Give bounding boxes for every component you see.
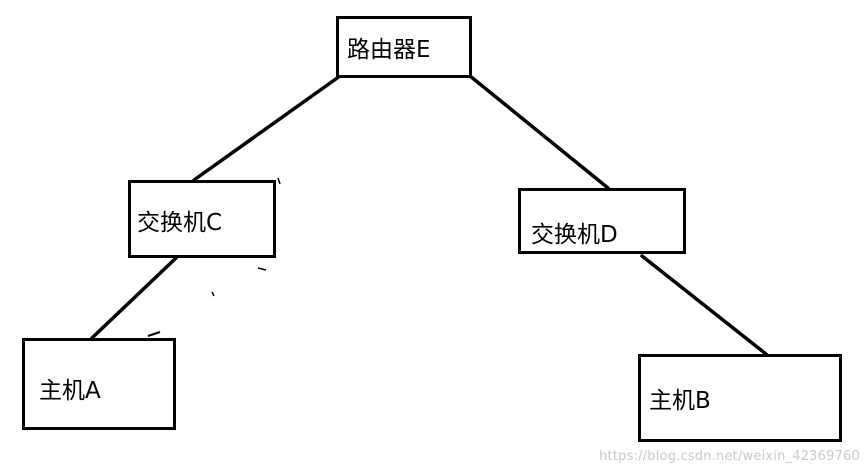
edge-router-e-switch-c	[192, 74, 342, 182]
router-e-label: 路由器E	[347, 37, 431, 63]
edge-router-e-switch-d	[468, 74, 610, 190]
stray-mark	[211, 291, 215, 297]
router-e-node: 路由器E	[336, 16, 472, 78]
host-b-node: 主机B	[638, 354, 842, 442]
host-b-label: 主机B	[649, 388, 711, 414]
switch-d-node: 交换机D	[518, 188, 686, 254]
watermark-text: https://blog.csdn.net/weixin_42369760	[599, 449, 860, 464]
switch-c-label: 交换机C	[137, 210, 223, 236]
switch-c-node: 交换机C	[128, 180, 276, 258]
switch-d-label: 交换机D	[531, 222, 618, 248]
edge-switch-d-host-b	[640, 254, 768, 356]
stray-mark	[147, 331, 161, 337]
host-a-node: 主机A	[22, 338, 176, 430]
stray-mark	[257, 267, 267, 271]
stray-mark	[277, 177, 281, 185]
host-a-label: 主机A	[39, 378, 101, 404]
edge-switch-c-host-a	[90, 256, 178, 340]
